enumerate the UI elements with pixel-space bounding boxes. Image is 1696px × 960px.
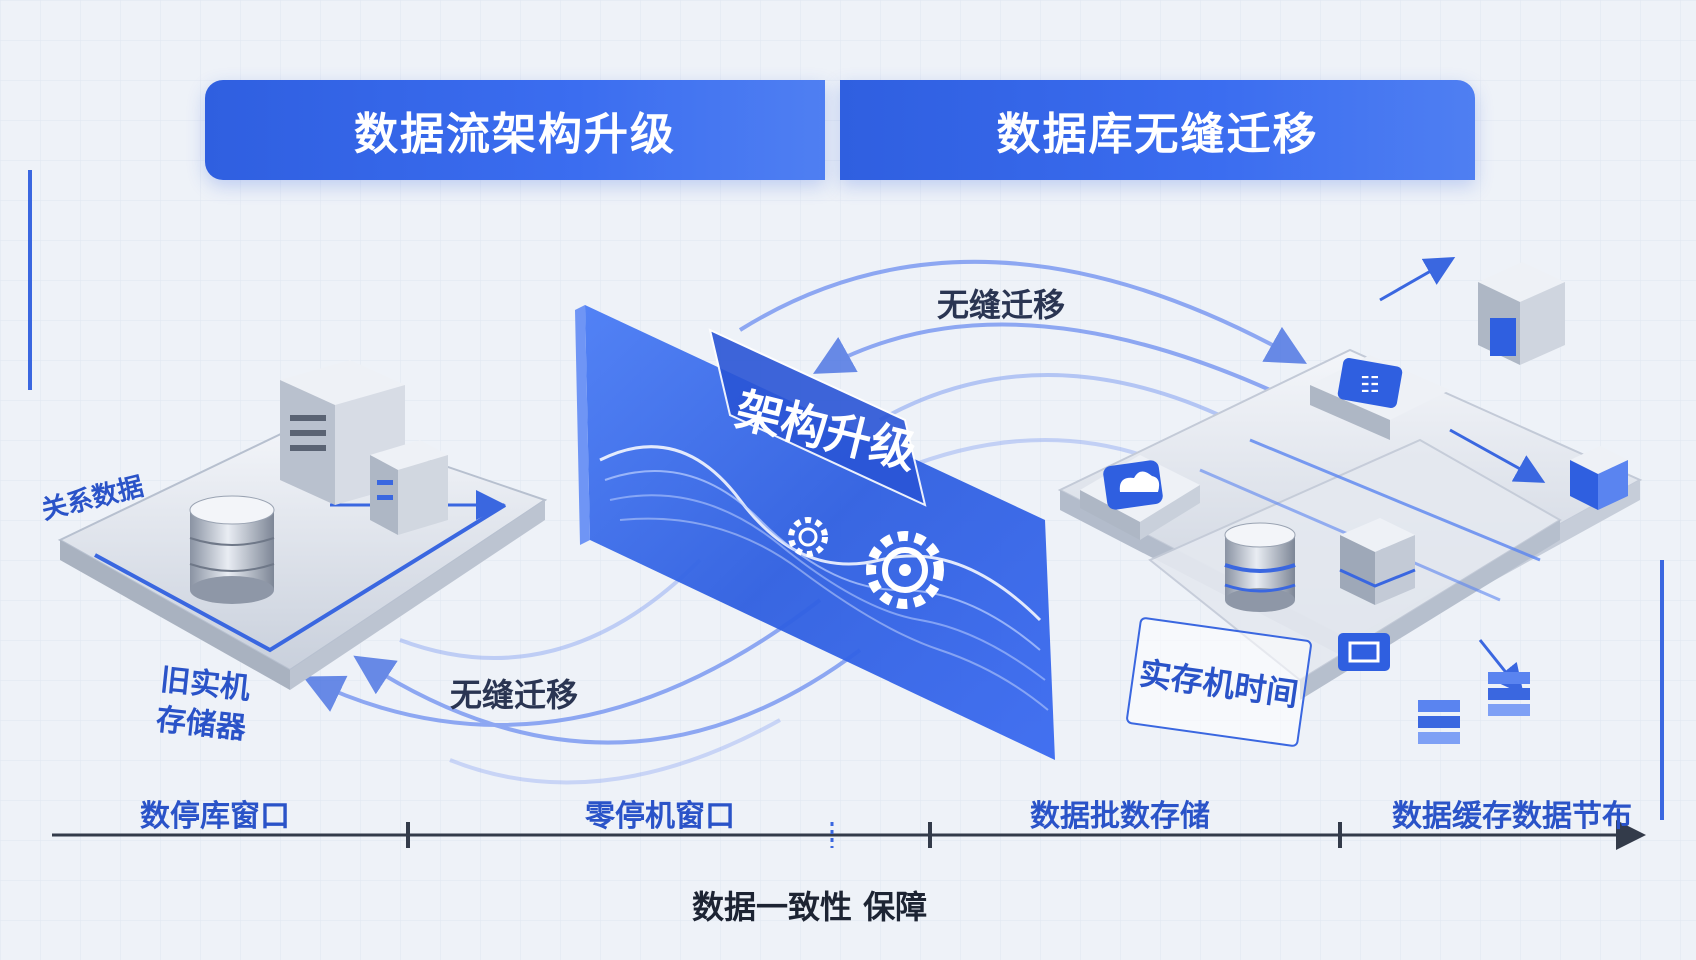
server-small-icon	[370, 440, 448, 535]
timeline-segment-2: 零停机窗口	[585, 799, 735, 834]
timeline-segment-4: 数据缓存数据节布	[1392, 799, 1632, 834]
banner-dataflow-upgrade: 数据流架构升级	[205, 80, 825, 180]
cloud-icon	[1080, 455, 1200, 540]
timeline-segment-1: 数停库窗口	[140, 799, 290, 834]
gear-small-icon	[788, 517, 828, 557]
bottom-migration-arcs	[302, 558, 862, 785]
legacy-machine-label: 旧实机 存储器	[154, 661, 252, 750]
storage-label: 实存机时间	[1136, 654, 1301, 714]
svg-text:☷: ☷	[1360, 373, 1380, 398]
stack-icon	[1418, 672, 1530, 744]
storage-block-icon	[1339, 518, 1416, 605]
database-right-icon	[1224, 522, 1296, 612]
banner-database-migration: 数据库无缝迁移	[840, 80, 1475, 180]
migration-label-top: 无缝迁移	[937, 286, 1066, 324]
chip-icon	[1338, 633, 1390, 671]
gear-icon	[866, 531, 944, 609]
app-card-icon: ☷	[1310, 355, 1450, 440]
upgrade-panel	[575, 305, 1055, 760]
timeline	[52, 820, 1646, 850]
server-icon	[280, 360, 405, 505]
server-right-icon	[1570, 446, 1628, 510]
footer-consistency-label: 数据一致性 保障	[692, 888, 928, 926]
migration-label-bottom: 无缝迁移	[450, 676, 579, 714]
database-icon	[189, 495, 275, 604]
server-top-right-icon	[1478, 262, 1565, 365]
timeline-segment-3: 数据批数存储	[1030, 799, 1210, 834]
